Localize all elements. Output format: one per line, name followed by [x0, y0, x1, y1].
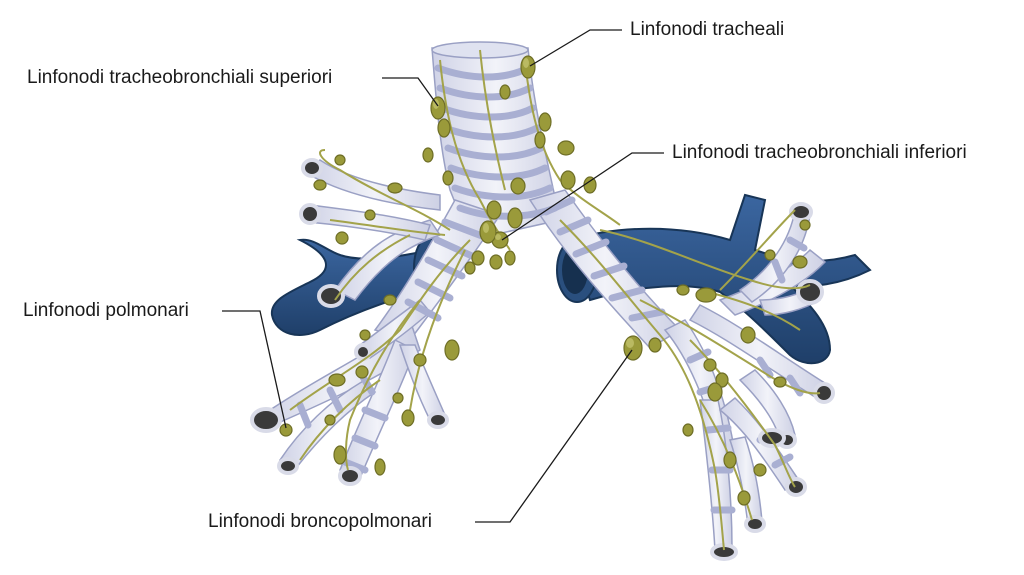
- label-linfonodi-tracheobronchiali-superiori: Linfonodi tracheobronchiali superiori: [27, 67, 333, 88]
- lymph-nodes: [279, 55, 811, 506]
- leader-tracheobronchiali-inferiori: [501, 152, 664, 241]
- leader-lines: [222, 29, 664, 523]
- leader-polmonari: [222, 310, 287, 429]
- pulmonary-node: [279, 423, 293, 437]
- label-linfonodi-tracheali: Linfonodi tracheali: [630, 19, 785, 40]
- leader-broncopolmonari: [475, 349, 633, 523]
- leader-tracheali: [529, 29, 622, 67]
- label-linfonodi-polmonari: Linfonodi polmonari: [23, 300, 189, 321]
- label-linfonodi-broncopolmonari: Linfonodi broncopolmonari: [208, 511, 432, 532]
- leader-tracheobronchiali-superiori: [382, 77, 439, 107]
- label-linfonodi-tracheobronchiali-inferiori: Linfonodi tracheobronchiali inferiori: [672, 142, 967, 163]
